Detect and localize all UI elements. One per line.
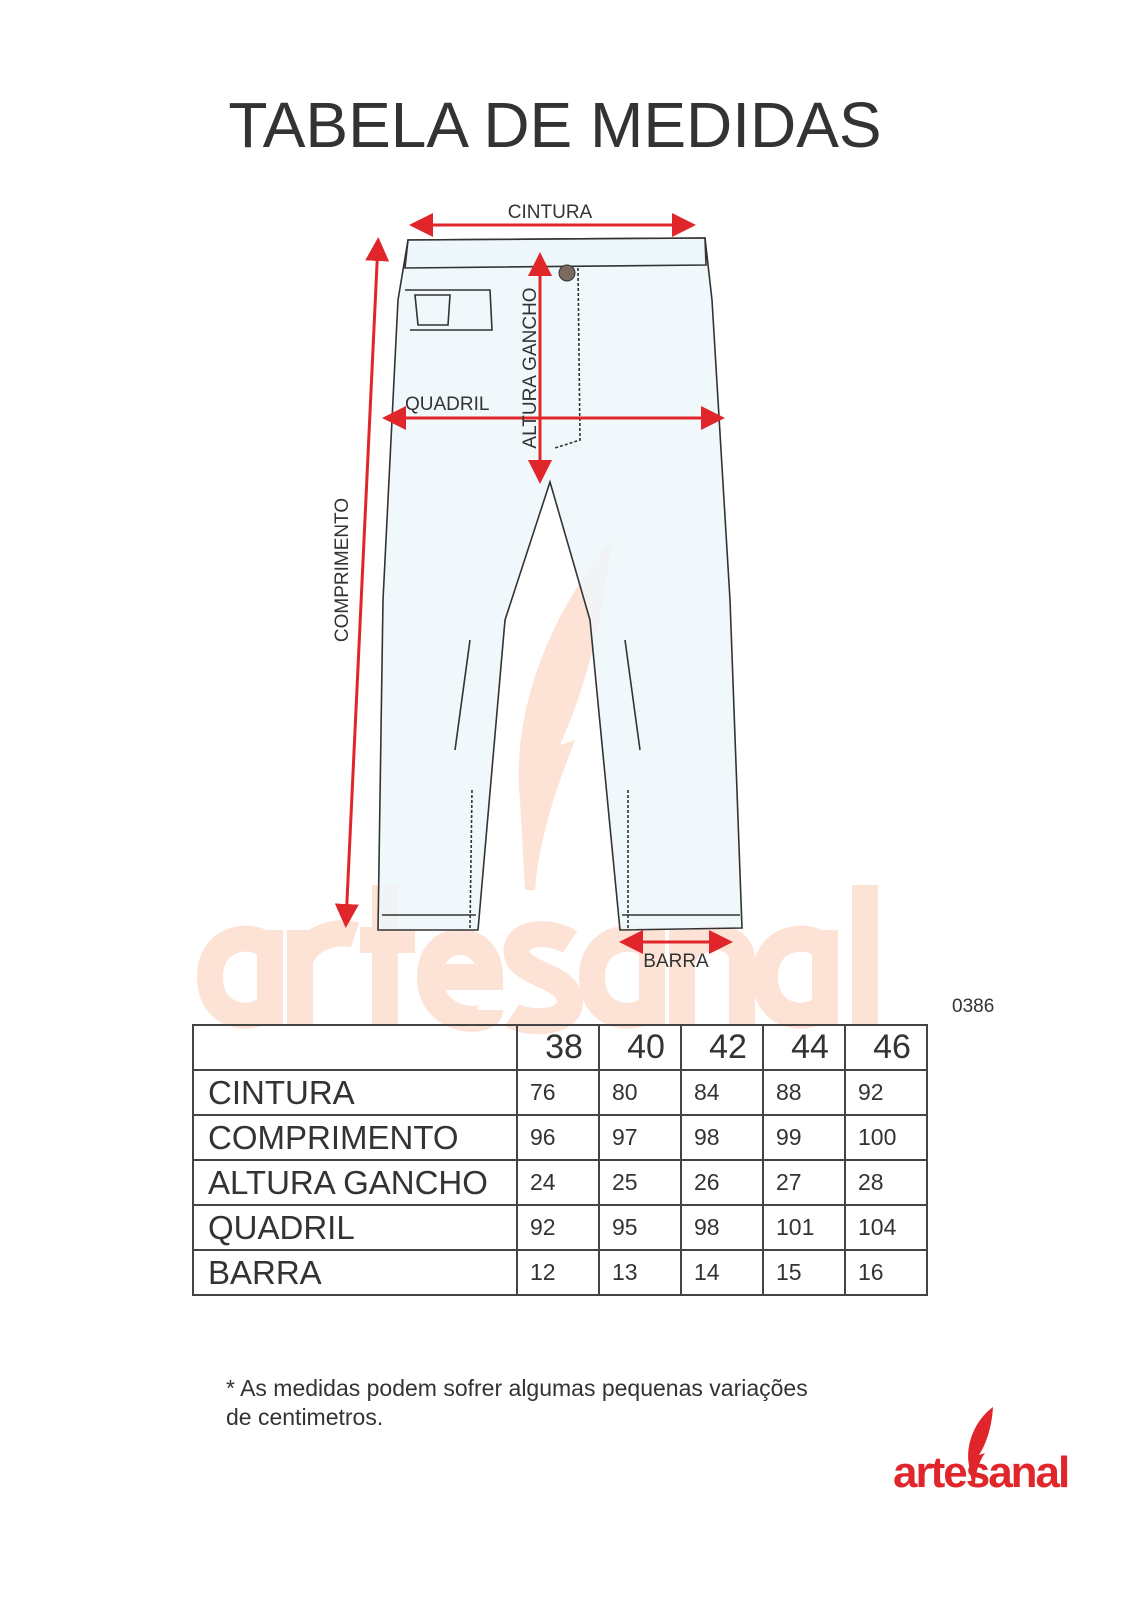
size-header: 42	[680, 1024, 764, 1071]
cell: 27	[762, 1159, 846, 1206]
altura-gancho-label: ALTURA GANCHO	[520, 287, 541, 448]
cell: 98	[680, 1204, 764, 1251]
pants-outline	[377, 237, 743, 931]
row-label: CINTURA	[192, 1069, 518, 1116]
cell: 13	[598, 1249, 682, 1296]
cell: 97	[598, 1114, 682, 1161]
cell: 24	[516, 1159, 600, 1206]
cell: 104	[844, 1204, 928, 1251]
table-row: ALTURA GANCHO 24 25 26 27 28	[192, 1159, 928, 1206]
feather-logo-icon	[968, 1407, 993, 1483]
row-label: BARRA	[192, 1249, 518, 1296]
pants-diagram: CINTURA QUADRIL ALTURA GANCHO COMPRIMENT…	[196, 202, 878, 1035]
cell: 96	[516, 1114, 600, 1161]
table-row: QUADRIL 92 95 98 101 104	[192, 1204, 928, 1251]
note-line: * As medidas podem sofrer algumas pequen…	[226, 1375, 808, 1401]
cell: 26	[680, 1159, 764, 1206]
cell: 99	[762, 1114, 846, 1161]
cell: 76	[516, 1069, 600, 1116]
measurement-note: * As medidas podem sofrer algumas pequen…	[226, 1374, 808, 1432]
cell: 92	[516, 1204, 600, 1251]
cell: 95	[598, 1204, 682, 1251]
cell: 98	[680, 1114, 764, 1161]
cell: 100	[844, 1114, 928, 1161]
table-row: COMPRIMENTO 96 97 98 99 100	[192, 1114, 928, 1161]
comprimento-arrow	[334, 237, 390, 928]
size-header: 46	[844, 1024, 928, 1071]
size-header: 40	[598, 1024, 682, 1071]
barra-label: BARRA	[643, 951, 709, 972]
table-header-row: 38 40 42 44 46	[192, 1024, 928, 1071]
comprimento-label: COMPRIMENTO	[332, 498, 353, 642]
cell: 25	[598, 1159, 682, 1206]
cell: 16	[844, 1249, 928, 1296]
row-label: QUADRIL	[192, 1204, 518, 1251]
cell: 101	[762, 1204, 846, 1251]
cell: 92	[844, 1069, 928, 1116]
empty-header-cell	[192, 1024, 518, 1071]
product-code: 0386	[952, 996, 995, 1017]
size-table: 38 40 42 44 46 CINTURA 76 80 84 88 92 CO…	[192, 1024, 928, 1296]
row-label: ALTURA GANCHO	[192, 1159, 518, 1206]
size-header: 38	[516, 1024, 600, 1071]
cell: 28	[844, 1159, 928, 1206]
cell: 84	[680, 1069, 764, 1116]
table-row: BARRA 12 13 14 15 16	[192, 1249, 928, 1296]
size-header: 44	[762, 1024, 846, 1071]
feather-watermark-icon	[518, 540, 612, 890]
cell: 14	[680, 1249, 764, 1296]
watermark-logo	[196, 885, 878, 1035]
table-row: CINTURA 76 80 84 88 92	[192, 1069, 928, 1116]
cell: 15	[762, 1249, 846, 1296]
button-icon	[558, 264, 576, 282]
row-label: COMPRIMENTO	[192, 1114, 518, 1161]
quadril-label: QUADRIL	[405, 394, 489, 415]
note-line: de centimetros.	[226, 1404, 384, 1430]
brand-logo: artesanal	[893, 1448, 1070, 1497]
cell: 80	[598, 1069, 682, 1116]
page-title: TABELA DE MEDIDAS	[228, 89, 882, 161]
cintura-label: CINTURA	[508, 202, 593, 223]
cell: 12	[516, 1249, 600, 1296]
cell: 88	[762, 1069, 846, 1116]
